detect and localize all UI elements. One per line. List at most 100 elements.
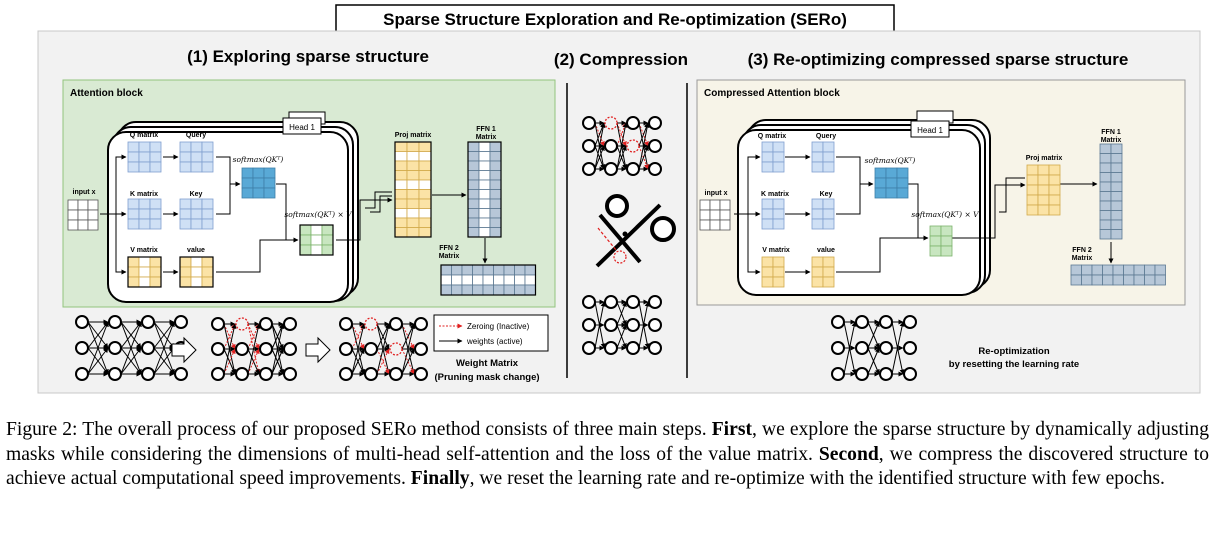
arrow-input-to-v	[115, 214, 127, 275]
section-title-compression: (2) Compression	[554, 50, 688, 69]
c-ffn2-matrix	[1070, 264, 1166, 286]
network-reoptimized	[831, 315, 917, 381]
c-k-matrix-label: K matrix	[761, 191, 789, 198]
q-matrix	[127, 141, 162, 173]
c-softmax-v-label: softmax(QKᵀ) × V	[911, 210, 980, 219]
legend-weights: weights (active)	[466, 337, 523, 346]
proj-matrix	[394, 141, 432, 238]
network-pruned-1	[211, 317, 297, 381]
compressed-block-label: Compressed Attention block	[704, 88, 840, 99]
attention-output-matrix	[299, 224, 334, 256]
compression-networks	[582, 116, 662, 355]
arrow-attn-to-proj	[336, 197, 393, 241]
caption-part1: , we explore the sparse structure by dyn…	[6, 419, 1210, 465]
proj-label: Proj matrix	[395, 132, 432, 139]
c-ffn2-label-a: FFN 2	[1072, 247, 1092, 254]
c-arrow-input-to-v	[747, 214, 761, 275]
weight-matrix-title: Weight Matrix	[456, 358, 519, 369]
attention-block-matrices	[67, 141, 537, 296]
arrow-key-to-softmax	[216, 184, 231, 215]
c-q-matrix-label: Q matrix	[758, 133, 787, 140]
c-k-matrix	[761, 198, 785, 230]
c-input-x-matrix	[699, 199, 731, 231]
c-value-matrix	[811, 256, 835, 288]
title-box	[335, 4, 895, 33]
caption-part3: , we reset the learning rate and re-opti…	[469, 468, 1165, 490]
arrow-stack-a	[365, 191, 392, 209]
c-softmax-label: softmax(QKᵀ)	[865, 156, 916, 165]
section-title-exploring: (1) Exploring sparse structure	[187, 47, 429, 66]
reopt-line2: by resetting the learning rate	[949, 359, 1079, 370]
key-label: Key	[190, 191, 203, 198]
input-x-matrix	[67, 199, 99, 231]
caption-prefix: Figure 2: The overall process of our pro…	[6, 419, 712, 440]
reoptimized-network	[831, 315, 917, 381]
diagram-title: Sparse Structure Exploration and Re-opti…	[383, 10, 847, 29]
head-label: Head 1	[289, 123, 315, 132]
c-key-matrix	[811, 198, 835, 230]
arrow-query-to-softmax	[216, 156, 241, 187]
c-proj-label: Proj matrix	[1026, 155, 1063, 162]
c-ffn1-label-b: Matrix	[1101, 137, 1122, 144]
network-after-compression	[582, 295, 662, 355]
arrow-value-to-attn	[216, 239, 298, 273]
k-matrix-label: K matrix	[130, 191, 158, 198]
c-attention-output-matrix	[929, 225, 953, 257]
c-softmax-matrix	[874, 167, 909, 199]
c-arrow-query-to-softmax	[836, 156, 874, 187]
value-matrix	[179, 256, 214, 288]
c-head-tab	[910, 120, 950, 138]
arrow-stack-b	[370, 195, 392, 213]
ffn1-label-a: FFN 1	[476, 126, 496, 133]
c-proj-matrix	[1026, 164, 1061, 216]
c-input-label: input x	[705, 190, 728, 197]
figure-caption: Figure 2: The overall process of our pro…	[6, 418, 1209, 492]
c-query-label: Query	[816, 133, 836, 140]
attention-block-label: Attention block	[70, 88, 143, 99]
section-title-reoptimizing: (3) Re-optimizing compressed sparse stru…	[748, 50, 1129, 69]
network-pruned-2	[339, 317, 428, 381]
c-head-label: Head 1	[917, 126, 943, 135]
hollow-arrow-2	[305, 336, 331, 364]
ffn2-label-b: Matrix	[439, 253, 460, 260]
legend-box	[433, 314, 549, 352]
input-label: input x	[73, 189, 96, 196]
query-matrix	[179, 141, 214, 173]
ffn1-matrix	[467, 141, 502, 238]
c-ffn1-matrix	[1099, 143, 1123, 240]
ffn2-matrix	[440, 264, 537, 296]
c-arrow-key-to-softmax	[836, 184, 861, 215]
pruning-mask-change: (Pruning mask change)	[434, 372, 539, 383]
c-arrow-value-to-attn	[836, 237, 928, 273]
softmax-label: softmax(QKᵀ)	[233, 155, 284, 164]
network-dense	[75, 315, 188, 381]
sero-diagram: Sparse Structure Exploration and Re-opti…	[37, 4, 1201, 394]
c-head-frame	[737, 129, 981, 296]
ffn1-label-b: Matrix	[476, 134, 497, 141]
compressed-block-matrices	[699, 141, 1166, 288]
scissors-icon	[595, 194, 676, 268]
hollow-arrow-1	[171, 336, 197, 364]
c-query-matrix	[811, 141, 835, 173]
key-matrix	[179, 198, 214, 230]
c-v-matrix	[761, 256, 785, 288]
caption-part2: , we compress the discovered structure t…	[6, 443, 1209, 490]
network-before-compression	[582, 116, 662, 176]
head-frame	[107, 131, 349, 303]
k-matrix	[127, 198, 162, 230]
softmax-matrix	[241, 167, 276, 199]
ffn2-label-a: FFN 2	[439, 245, 459, 252]
caption-first: First	[711, 419, 752, 440]
c-ffn1-label-a: FFN 1	[1101, 129, 1121, 136]
q-matrix-label: Q matrix	[130, 132, 159, 139]
c-arrow-attn-to-proj	[952, 182, 1026, 239]
softmax-v-label: softmax(QKᵀ) × V	[284, 210, 353, 219]
c-key-label: Key	[820, 191, 833, 198]
c-v-matrix-label: V matrix	[762, 247, 790, 254]
caption-second: Second	[818, 443, 879, 465]
c-arrow-stack-a	[999, 177, 1025, 213]
caption-finally: Finally	[410, 468, 470, 490]
c-ffn2-label-b: Matrix	[1072, 255, 1093, 262]
reopt-line1: Re-optimization	[978, 346, 1049, 357]
query-label: Query	[186, 132, 206, 139]
